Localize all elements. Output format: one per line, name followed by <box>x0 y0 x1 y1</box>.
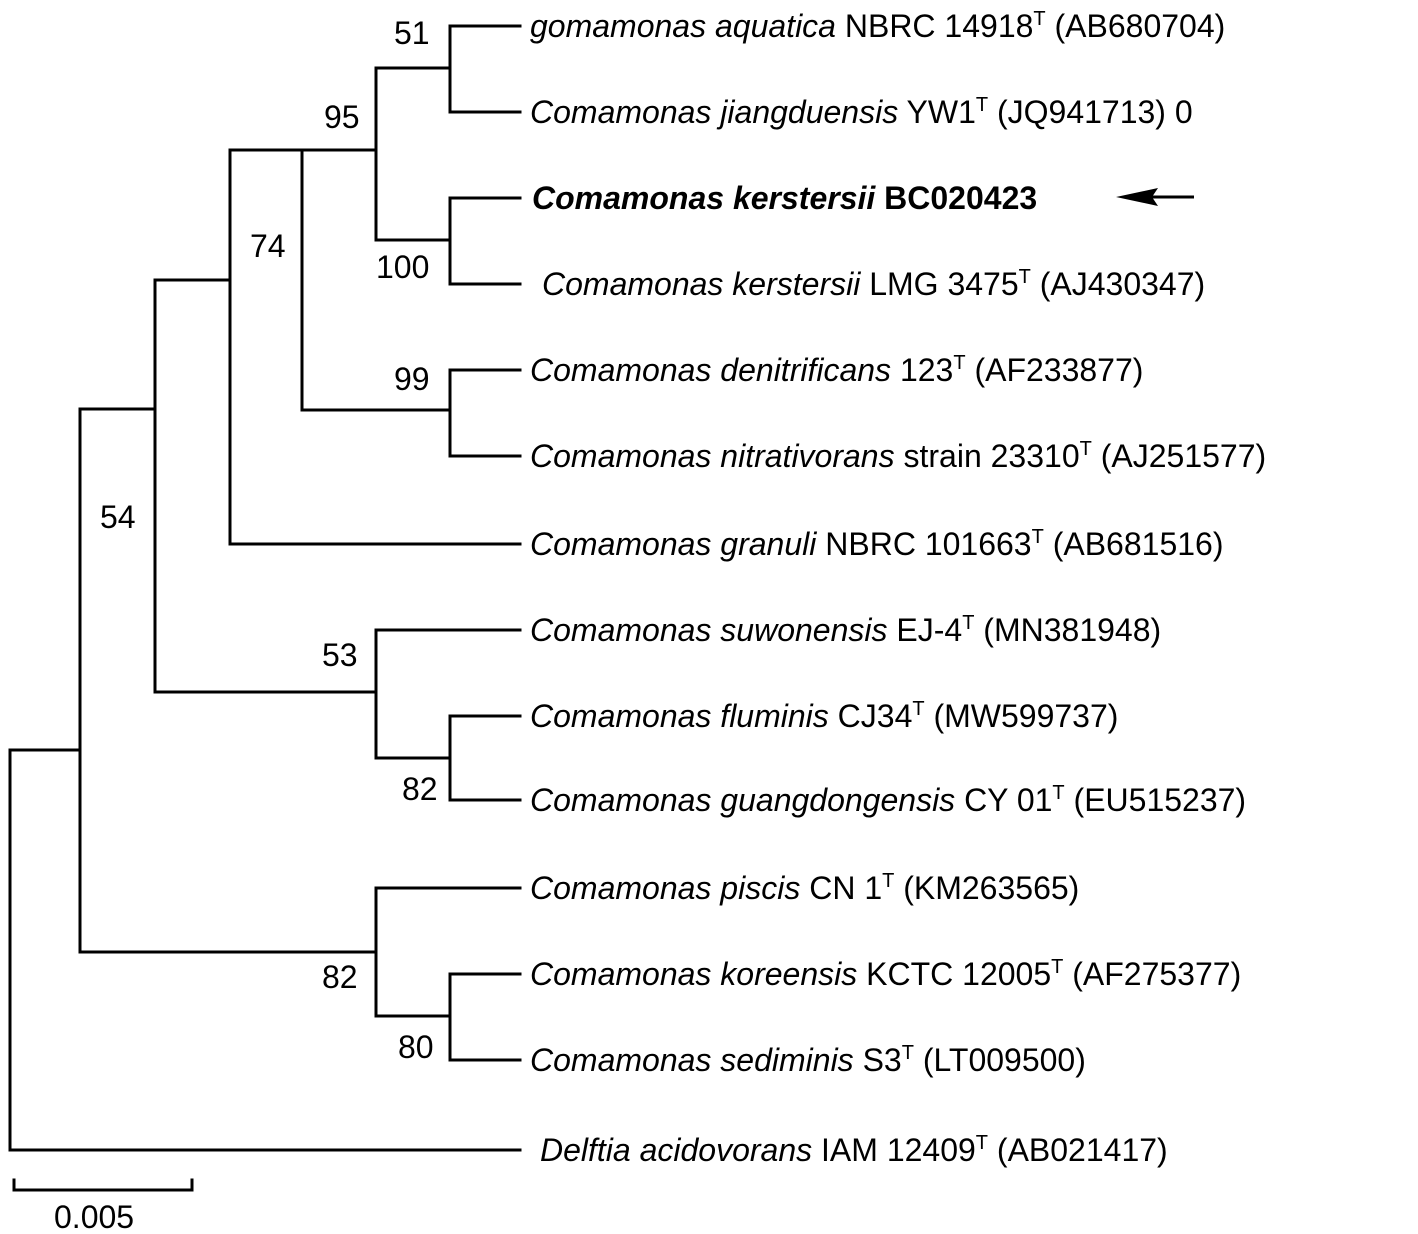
scale-bar: 0.005 <box>12 1178 194 1234</box>
scale-bar-line <box>12 1178 194 1192</box>
type-strain-mark: T <box>962 612 974 634</box>
taxon-strain: CJ34 <box>829 698 913 734</box>
taxon-label-piscis: Comamonas piscis CN 1T (KM263565) <box>530 870 1079 906</box>
bootstrap-82-piscis: 82 <box>322 959 358 995</box>
node-51-branch <box>448 24 522 114</box>
bootstrap-99: 99 <box>394 361 430 397</box>
type-strain-mark: T <box>882 870 894 892</box>
taxon-label-jiangduensis: Comamonas jiangduensis YW1T (JQ941713) 0 <box>530 94 1193 130</box>
taxon-strain: YW1 <box>898 94 976 130</box>
taxon-name: Comamonas jiangduensis <box>530 94 898 130</box>
taxon-strain: NBRC 101663 <box>816 526 1031 562</box>
node-100-branch <box>448 196 522 286</box>
taxon-strain: IAM 12409 <box>812 1132 976 1168</box>
bootstrap-82-fluminis: 82 <box>402 771 438 807</box>
taxon-label-suwonensis: Comamonas suwonensis EJ-4T (MN381948) <box>530 612 1161 648</box>
node-80-branch <box>448 972 522 1062</box>
taxon-label-sediminis: Comamonas sediminis S3T (LT009500) <box>530 1042 1086 1078</box>
taxon-accession: (KM263565) <box>894 870 1079 906</box>
taxon-strain: CY 01 <box>955 782 1052 818</box>
taxon-strain: strain 23310 <box>895 438 1080 474</box>
taxon-label-denitrificans: Comamonas denitrificans 123T (AF233877) <box>530 352 1143 388</box>
node-82-upper-branch <box>448 714 522 802</box>
node-82-lower-branch <box>374 886 522 1018</box>
taxon-label-granuli: Comamonas granuli NBRC 101663T (AB681516… <box>530 526 1223 562</box>
node-95-branch <box>374 66 452 242</box>
type-strain-mark: T <box>1033 8 1045 30</box>
taxon-name: Comamonas denitrificans <box>530 352 891 388</box>
left-arrow-icon <box>1116 188 1194 206</box>
taxon-accession: (EU515237) <box>1065 782 1246 818</box>
scale-bar-label: 0.005 <box>54 1199 134 1234</box>
taxon-accession: (AB680704) <box>1046 8 1226 44</box>
taxon-strain: EJ-4 <box>888 612 963 648</box>
bootstrap-53: 53 <box>322 637 358 673</box>
taxon-name: Comamonas sediminis <box>530 1042 854 1078</box>
taxon-label-aquatica: gomamonas aquatica NBRC 14918T (AB680704… <box>530 8 1225 44</box>
taxon-label-delftia: Delftia acidovorans IAM 12409T (AB021417… <box>540 1132 1168 1168</box>
bootstrap-54: 54 <box>100 499 136 535</box>
core-branch <box>153 278 378 694</box>
taxon-accession: (MN381948) <box>974 612 1161 648</box>
type-strain-mark: T <box>1051 956 1063 978</box>
type-strain-mark: T <box>1080 438 1092 460</box>
taxon-accession: (AB681516) <box>1044 526 1224 562</box>
bootstrap-values: 51 95 74 100 99 54 53 82 82 80 <box>100 15 438 1065</box>
taxon-name: Comamonas piscis <box>530 870 800 906</box>
node-99-branch <box>448 368 522 458</box>
taxon-labels: gomamonas aquatica NBRC 14918T (AB680704… <box>530 8 1266 1168</box>
taxon-accession: (AF233877) <box>966 352 1144 388</box>
taxon-name: Comamonas fluminis <box>530 698 829 734</box>
taxon-strain: LMG 3475 <box>860 266 1018 302</box>
taxon-name: Comamonas nitrativorans <box>530 438 895 474</box>
taxon-label-nitrativorans: Comamonas nitrativorans strain 23310T (A… <box>530 438 1266 474</box>
node-74-branch <box>300 148 452 412</box>
taxon-label-bc020423: Comamonas kerstersii BC020423 <box>532 180 1037 216</box>
bootstrap-95: 95 <box>324 99 360 135</box>
type-strain-mark: T <box>912 698 924 720</box>
type-strain-mark: T <box>1019 266 1031 288</box>
taxon-name: gomamonas aquatica <box>530 8 836 44</box>
type-strain-mark: T <box>976 94 988 116</box>
granuli-group-branch <box>228 148 522 546</box>
taxon-strain: KCTC 12005 <box>857 956 1051 992</box>
taxon-strain: BC020423 <box>875 180 1037 216</box>
taxon-name: Comamonas kerstersii <box>542 266 861 302</box>
taxon-accession: (AF275377) <box>1063 956 1241 992</box>
node-54-branch <box>78 407 378 954</box>
taxon-accession: (AJ430347) <box>1031 266 1205 302</box>
taxon-accession: (JQ941713) 0 <box>988 94 1193 130</box>
root-branch <box>8 748 522 1152</box>
type-strain-mark: T <box>902 1042 914 1064</box>
taxon-strain: S3 <box>854 1042 902 1078</box>
bootstrap-80: 80 <box>398 1029 434 1065</box>
taxon-accession: (LT009500) <box>914 1042 1086 1078</box>
taxon-label-fluminis: Comamonas fluminis CJ34T (MW599737) <box>530 698 1118 734</box>
taxon-name: Delftia acidovorans <box>540 1132 812 1168</box>
taxon-strain: 123 <box>891 352 953 388</box>
type-strain-mark: T <box>1032 526 1044 548</box>
taxon-name: Comamonas koreensis <box>530 956 857 992</box>
taxon-name: Comamonas kerstersii <box>532 180 876 216</box>
taxon-name: Comamonas suwonensis <box>530 612 888 648</box>
taxon-strain: NBRC 14918 <box>836 8 1033 44</box>
taxon-accession: (MW599737) <box>925 698 1119 734</box>
bootstrap-51: 51 <box>394 15 430 51</box>
taxon-name: Comamonas granuli <box>530 526 817 562</box>
type-strain-mark: T <box>976 1132 988 1154</box>
taxon-label-lmg3475: Comamonas kerstersii LMG 3475T (AJ430347… <box>542 266 1205 302</box>
bootstrap-74: 74 <box>250 228 286 264</box>
taxon-label-koreensis: Comamonas koreensis KCTC 12005T (AF27537… <box>530 956 1241 992</box>
bootstrap-100: 100 <box>376 249 429 285</box>
type-strain-mark: T <box>1052 782 1064 804</box>
taxon-label-guangdongensis: Comamonas guangdongensis CY 01T (EU51523… <box>530 782 1246 818</box>
tree-branches <box>8 24 522 1152</box>
taxon-strain: CN 1 <box>800 870 882 906</box>
taxon-accession: (AB021417) <box>988 1132 1168 1168</box>
type-strain-mark: T <box>953 352 965 374</box>
node-53-branch <box>374 628 522 760</box>
taxon-accession: (AJ251577) <box>1092 438 1266 474</box>
taxon-name: Comamonas guangdongensis <box>530 782 955 818</box>
